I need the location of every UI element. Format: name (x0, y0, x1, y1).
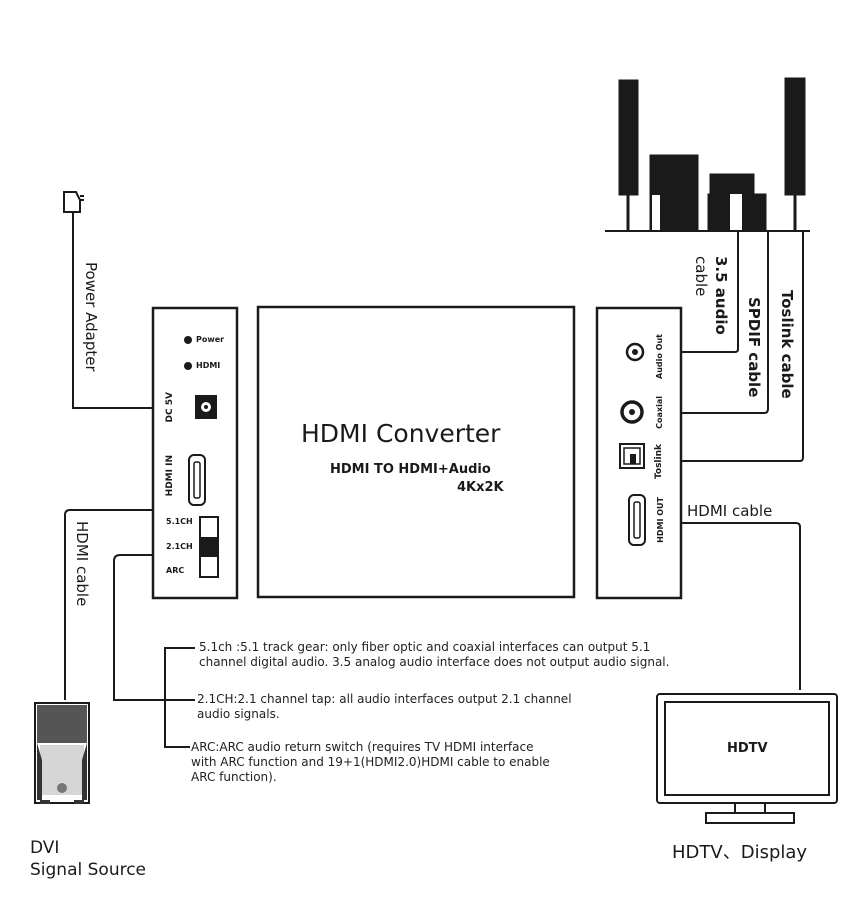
note-5-1ch-line2: channel digital audio. 3.5 analog audio … (199, 655, 670, 669)
audio-3.5-cable (681, 231, 739, 353)
output-side-panel (595, 306, 683, 600)
left-tower-speaker (618, 79, 639, 196)
converter-resolution: 4Kx2K (457, 480, 504, 495)
toslink-label: Toslink (654, 444, 664, 480)
hdmi-in-port-icon (188, 454, 206, 506)
switch-leader-line (113, 554, 168, 701)
source-caption-line2: Signal Source (30, 860, 147, 880)
notes-bracket (164, 647, 195, 748)
hdmi-in-cable-label: HDMI cable (73, 521, 91, 607)
note-arc: ARC:ARC audio return switch (requires TV… (191, 740, 550, 785)
hdmi-led-label: HDMI (196, 361, 221, 370)
audio-out-label: Audio Out (655, 334, 664, 379)
mode-switch[interactable] (199, 516, 219, 578)
hdmi-in-label: HDMI IN (165, 455, 175, 497)
power-led-icon (184, 336, 192, 344)
hdmi-out-cable (681, 522, 801, 690)
note-2-1ch: 2.1CH:2.1 channel tap: all audio interfa… (197, 692, 572, 722)
converter-title: HDMI Converter (301, 419, 501, 448)
hdmi-out-port-icon (628, 494, 646, 546)
spdif-cable-label: SPDIF cable (745, 297, 763, 398)
input-side-panel (151, 306, 239, 600)
audio-3.5-cable-label-line1: 3.5 audio (712, 256, 730, 335)
tv-screen-label: HDTV (727, 741, 768, 756)
note-5-1ch-line1: 5.1ch :5.1 track gear: only fiber optic … (199, 640, 651, 654)
note-2-1ch-line1: 2.1CH:2.1 channel tap: all audio interfa… (197, 692, 572, 706)
spdif-cable (681, 231, 769, 414)
note-arc-line1: ARC:ARC audio return switch (requires TV… (191, 740, 534, 754)
switch-option-2-1ch: 2.1CH (166, 542, 193, 551)
power-led-label: Power (196, 335, 225, 344)
toslink-cable-label: Toslink cable (778, 290, 796, 399)
converter-subtitle: HDMI TO HDMI+Audio (330, 462, 491, 477)
switch-option-5-1ch: 5.1CH (166, 517, 193, 526)
audio-3.5-cable-label-line2: cable (692, 256, 710, 297)
power-adapter-cable (72, 212, 158, 409)
source-caption-line1: DVI (30, 838, 60, 858)
coaxial-jack-icon (620, 400, 644, 424)
switch-knob[interactable] (200, 537, 218, 557)
note-5-1ch: 5.1ch :5.1 track gear: only fiber optic … (199, 640, 669, 670)
toslink-cable (681, 231, 804, 462)
power-adapter-label: Power Adapter (82, 262, 100, 372)
toslink-port-icon (619, 443, 645, 469)
note-2-1ch-line2: audio signals. (197, 707, 280, 721)
note-arc-line3: ARC function). (191, 770, 277, 784)
dc-5v-label: DC 5V (165, 392, 175, 423)
tv-icon (656, 693, 838, 824)
hdmi-out-label: HDMI OUT (656, 497, 665, 543)
hdmi-in-cable (64, 509, 153, 700)
pc-tower-icon (34, 702, 90, 804)
audio-out-jack-icon (625, 342, 645, 362)
converter-box (256, 305, 576, 599)
coaxial-label: Coaxial (655, 396, 664, 429)
note-arc-line2: with ARC function and 19+1(HDMI2.0)HDMI … (191, 755, 550, 769)
tv-caption: HDTV、Display (672, 842, 808, 863)
speaker-system-icon (605, 77, 810, 232)
hdmi-led-icon (184, 362, 192, 370)
right-tower-speaker (784, 77, 806, 196)
power-plug-icon (63, 191, 84, 213)
hdmi-out-cable-label: HDMI cable (687, 502, 773, 520)
switch-option-arc: ARC (166, 566, 185, 575)
